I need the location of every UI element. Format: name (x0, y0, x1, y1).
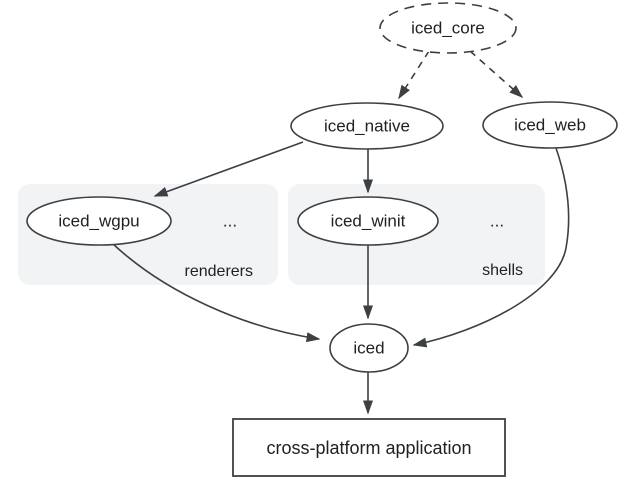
iced-wgpu-label: iced_wgpu (58, 212, 139, 231)
node-iced: iced (329, 323, 409, 373)
iced-ellipse (329, 323, 409, 373)
shells-ellipsis: ... (490, 212, 504, 231)
node-iced-native: iced_native (290, 102, 444, 150)
application-rect (232, 418, 506, 477)
iced-core-ellipse (379, 2, 517, 54)
edge-iced-native-to-iced-wgpu (153, 141, 304, 197)
node-iced-web: iced_web (482, 101, 618, 149)
iced-web-ellipse (482, 101, 618, 149)
renderers-ellipsis: ... (223, 212, 237, 231)
shells-group-label: shells (482, 262, 523, 279)
application-label: cross-platform application (266, 438, 471, 458)
iced-winit-ellipse (297, 196, 439, 246)
iced-core-label: iced_core (411, 19, 485, 38)
edge-iced-core-to-iced-web (469, 50, 524, 98)
node-application: cross-platform application (232, 418, 506, 477)
edge-iced-core-to-iced-native (398, 50, 430, 100)
renderers-group-label: renderers (185, 263, 253, 280)
node-iced-winit: iced_winit (297, 196, 439, 246)
iced-label: iced (353, 339, 384, 358)
iced-winit-label: iced_winit (331, 212, 406, 231)
node-iced-core: iced_core (379, 2, 517, 54)
iced-native-label: iced_native (324, 117, 410, 136)
node-iced-wgpu: iced_wgpu (26, 196, 172, 246)
edge-iced-web-to-iced (412, 147, 570, 348)
iced-native-ellipse (290, 102, 444, 150)
edge-iced-wgpu-to-iced (111, 242, 321, 343)
iced-web-label: iced_web (514, 116, 586, 135)
iced-wgpu-ellipse (26, 196, 172, 246)
